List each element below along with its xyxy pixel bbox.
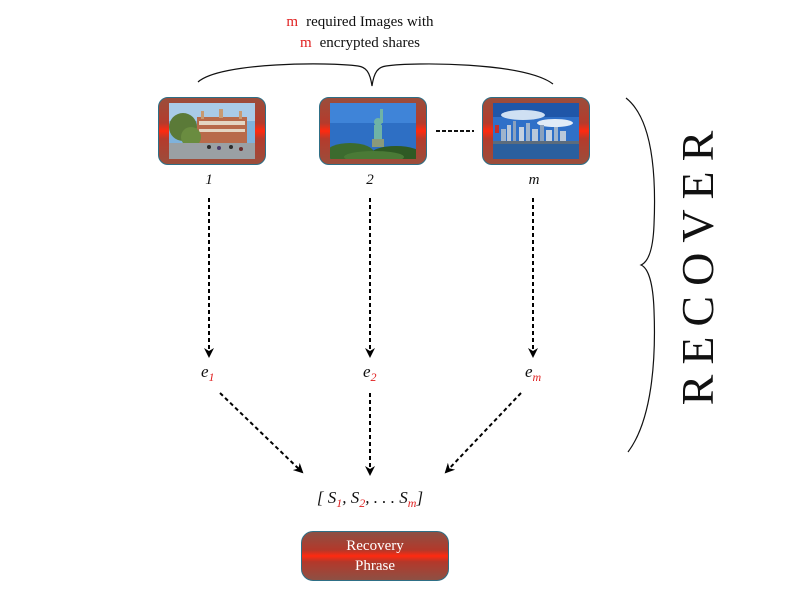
caption-text-1: required Images with xyxy=(306,14,434,30)
ellis-island-photo-icon xyxy=(169,103,255,159)
em-subscript: m xyxy=(532,370,542,384)
image-card-2 xyxy=(319,97,427,165)
shares-close-bracket: ] xyxy=(416,488,424,507)
caption-var-m-1: m xyxy=(286,14,299,30)
share-s2-subscript: 2 xyxy=(359,496,366,510)
e2-subscript: 2 xyxy=(370,370,377,384)
image-label-1: 1 xyxy=(205,172,213,188)
recovery-phrase-line-1: Recovery xyxy=(346,538,404,554)
share-s2: S xyxy=(350,488,360,507)
top-brace xyxy=(197,63,554,87)
share-s1: S xyxy=(327,488,337,507)
share-sm-subscript: m xyxy=(407,496,417,510)
image-card-1 xyxy=(158,97,266,165)
statue-of-liberty-photo-icon xyxy=(330,103,416,159)
image-label-2: 2 xyxy=(366,172,374,188)
arrow-e1-to-shares xyxy=(219,392,304,474)
caption-line-1: m required Images with xyxy=(230,12,490,33)
recover-label: RECOVER xyxy=(675,121,723,406)
recover-label-text: RECOVER xyxy=(675,121,723,406)
e2-base: e xyxy=(363,362,371,381)
encrypted-share-e1: e1 xyxy=(201,362,215,385)
image-card-m xyxy=(482,97,590,165)
arrow-em-to-shares xyxy=(444,392,522,474)
recovery-phrase-box: Recovery Phrase xyxy=(301,531,449,581)
diagram-caption: m required Images with m encrypted shares xyxy=(230,12,490,54)
encrypted-share-e2: e2 xyxy=(363,362,377,385)
e1-base: e xyxy=(201,362,209,381)
share-s1-subscript: 1 xyxy=(336,496,343,510)
share-sm: S xyxy=(399,488,408,507)
shares-list: [ S1, S2, . . . Sm] xyxy=(290,488,450,511)
caption-line-2: m encrypted shares xyxy=(230,33,490,54)
shares-ellipsis: , . . . xyxy=(365,488,396,507)
shares-open-bracket: [ xyxy=(316,488,324,507)
recovery-phrase-line-2: Phrase xyxy=(355,558,395,574)
em-base: e xyxy=(525,362,533,381)
caption-var-m-2: m xyxy=(299,35,312,51)
shares-sep-1: , xyxy=(342,488,347,507)
encrypted-share-em: em xyxy=(525,362,541,385)
right-brace xyxy=(625,97,656,453)
manhattan-skyline-photo-icon xyxy=(493,103,579,159)
e1-subscript: 1 xyxy=(208,370,215,384)
caption-text-2: encrypted shares xyxy=(319,35,421,51)
image-label-m: m xyxy=(528,172,540,188)
